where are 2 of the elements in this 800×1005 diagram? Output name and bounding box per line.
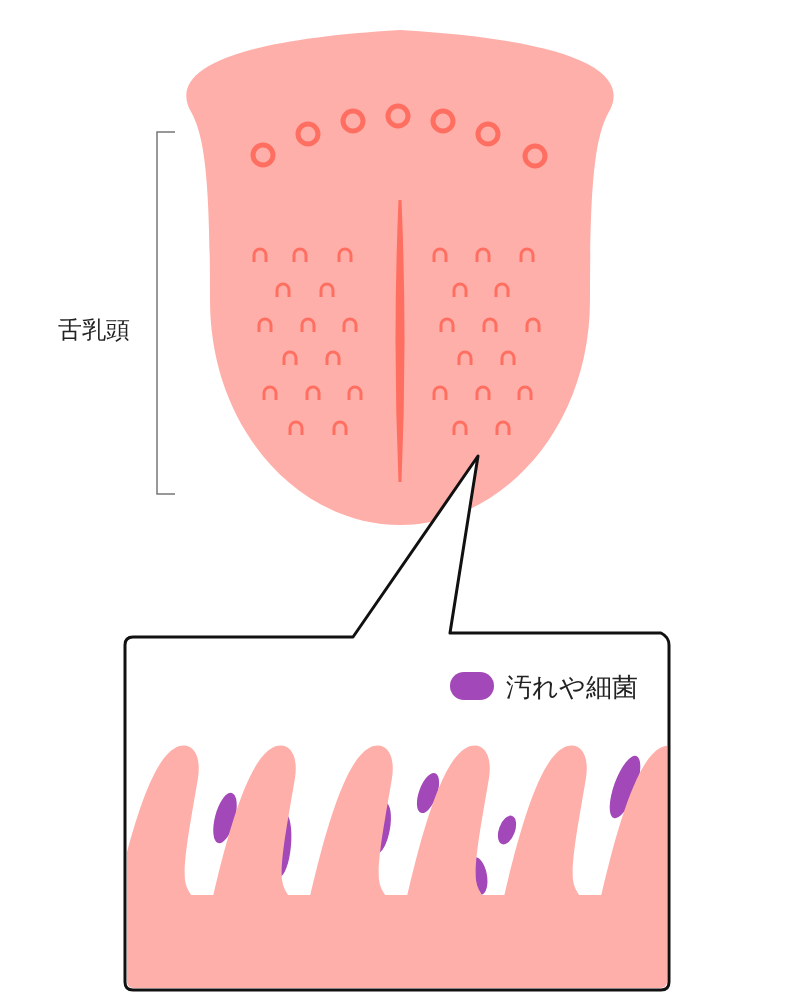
label: 舌乳頭	[58, 315, 130, 346]
legend-label: 汚れや細菌	[506, 671, 638, 704]
